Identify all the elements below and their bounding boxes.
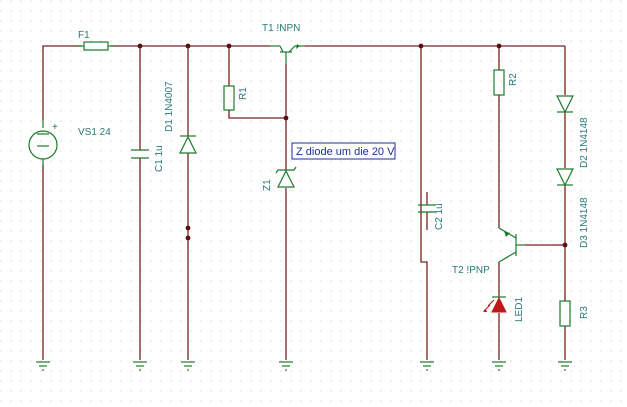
resistor-r3[interactable]	[559, 300, 571, 327]
label-led1: LED1	[514, 297, 525, 322]
ground-icon	[492, 361, 506, 371]
diode-d1[interactable]	[179, 135, 197, 154]
wire-r1-bottom	[228, 110, 286, 119]
diode-d3[interactable]	[556, 168, 574, 187]
label-t2: T2 !PNP	[452, 265, 490, 276]
junction-dot	[496, 43, 502, 49]
resistor-r1[interactable]	[223, 85, 235, 111]
transistor-t2-pnp[interactable]	[498, 227, 525, 263]
ground-icon	[36, 361, 50, 371]
junction-dot	[418, 43, 424, 49]
ground-icon	[420, 361, 434, 371]
label-d1: D1 1N4007	[164, 81, 175, 132]
label-z1: Z1	[262, 179, 273, 191]
wires	[42, 45, 566, 360]
label-c1: C1 1u	[154, 145, 165, 172]
transistor-t1-npn[interactable]	[270, 44, 305, 64]
junction-dot	[226, 43, 232, 49]
ground-icon	[279, 361, 293, 371]
junction-dot	[562, 242, 568, 248]
resistor-r2[interactable]	[493, 69, 505, 96]
label-plus: +	[52, 122, 58, 133]
junction-dot	[185, 225, 191, 231]
capacitor-c2[interactable]	[418, 204, 436, 213]
label-d2: D2 1N4148	[579, 117, 590, 168]
voltage-source-vs1[interactable]	[28, 120, 58, 166]
ground-icon	[133, 361, 147, 371]
annotation-note[interactable]: Z diode um die 20 V	[291, 142, 396, 160]
label-c2: C2 1u	[434, 203, 445, 230]
ground-icon	[181, 361, 195, 371]
label-r1: R1	[238, 87, 249, 100]
fuse-f1[interactable]	[78, 41, 114, 51]
ground-symbols	[36, 361, 572, 371]
label-t1: T1 !NPN	[262, 23, 300, 34]
wire-c2-outer	[420, 46, 428, 360]
led-led1[interactable]	[483, 296, 507, 313]
ground-icon	[558, 361, 572, 371]
label-r3: R3	[579, 306, 590, 319]
label-r2: R2	[508, 73, 519, 86]
note-text: Z diode um die 20 V	[296, 146, 395, 158]
label-f1: F1	[78, 30, 90, 41]
junction-dot	[137, 43, 143, 49]
diode-d2[interactable]	[556, 95, 574, 114]
zener-diode-z1[interactable]	[275, 166, 297, 188]
junction-dot	[185, 235, 191, 241]
junctions	[137, 43, 568, 248]
label-d3: D3 1N4148	[579, 197, 590, 248]
wire-vs1-to-f1	[42, 45, 82, 120]
label-vs1: VS1 24	[78, 127, 111, 138]
junction-dot	[283, 115, 289, 121]
capacitor-c1[interactable]	[131, 149, 149, 159]
junction-dot	[185, 43, 191, 49]
